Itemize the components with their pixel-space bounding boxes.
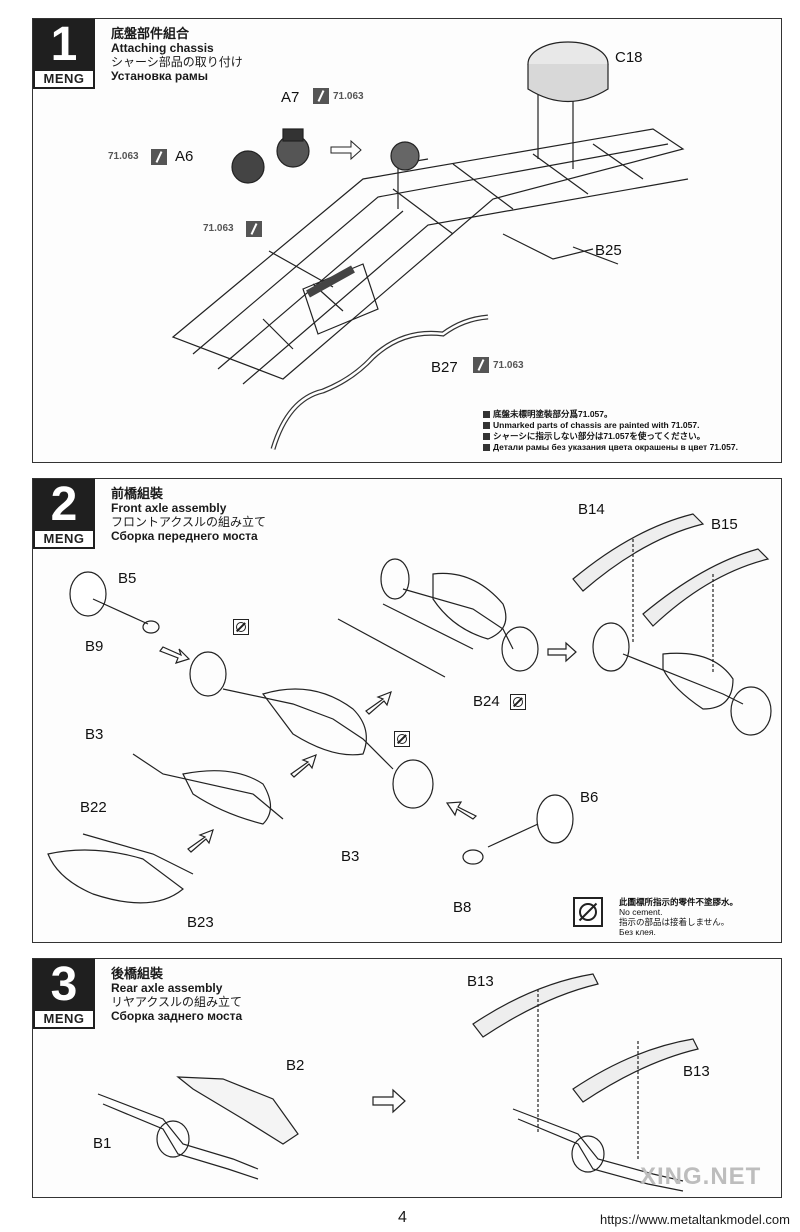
part-label-b13: B13: [683, 1063, 710, 1080]
step-3-badge: 3 MENG: [33, 959, 95, 1029]
step-2-titles: 前橋組裝 Front axle assembly フロントアクスルの組み立て С…: [111, 486, 267, 544]
watermark: XING.NET: [640, 1163, 762, 1190]
step-1-panel: 1 MENG 底盤部件組合 Attaching chassis シャーシ部品の取…: [32, 18, 782, 463]
part-label-b27: B27: [431, 359, 458, 376]
part-label-b22: B22: [80, 799, 107, 816]
brand-logo: MENG: [35, 71, 93, 87]
chassis-drawing: [171, 41, 689, 450]
title-ja: フロントアクスルの組み立て: [111, 515, 267, 529]
step-2-panel: 2 MENG 前橋組裝 Front axle assembly フロントアクスル…: [32, 478, 782, 943]
flag-icon: [483, 422, 490, 429]
note-ja: シャーシに指示しない部分は71.057を使ってください。: [493, 431, 706, 441]
title-en: Front axle assembly: [111, 501, 227, 515]
title-ru: Сборка переднего моста: [111, 529, 258, 543]
title-ru: Установка рамы: [111, 69, 209, 83]
flag-icon: [483, 411, 490, 418]
part-label-b15: B15: [711, 516, 738, 533]
part-label-b25: B25: [595, 242, 622, 259]
title-en: Attaching chassis: [111, 41, 214, 55]
step-number: 1: [50, 18, 78, 71]
step-number: 2: [50, 478, 78, 531]
part-label-b1: B1: [93, 1135, 112, 1152]
paint-code-label: 71.063: [108, 151, 139, 162]
note-en: Unmarked parts of chassis are painted wi…: [493, 420, 700, 430]
title-ja: リヤアクスルの組み立て: [111, 995, 243, 1009]
title-zh: 底盤部件組合: [111, 26, 190, 41]
title-zh: 後橋組裝: [111, 966, 164, 981]
title-ja: シャーシ部品の取り付け: [111, 55, 243, 69]
paint-code-label: 71.063: [333, 91, 364, 102]
part-label-a7: A7: [281, 89, 300, 106]
paint-code-label: 71.063: [203, 223, 234, 234]
no-cement-icon: [394, 731, 410, 747]
paint-icon: [313, 88, 329, 104]
part-label-b2: B2: [286, 1057, 305, 1074]
part-label-b5: B5: [118, 570, 137, 587]
step-number: 3: [50, 958, 78, 1011]
paint-icon: [473, 357, 489, 373]
note-zh: 底盤未標明塗裝部分爲71.057。: [493, 409, 613, 419]
part-label-b14: B14: [578, 501, 605, 518]
brand-logo: MENG: [35, 531, 93, 547]
no-cement-icon: [233, 619, 249, 635]
part-label-b8: B8: [453, 899, 472, 916]
legend-zh: 此圖標所指示的零件不塗膠水。: [619, 897, 739, 907]
part-label-b13: B13: [467, 973, 494, 990]
paint-icon: [151, 149, 167, 165]
part-label-b3: B3: [85, 726, 104, 743]
paint-icon: [246, 221, 262, 237]
part-label-c18: C18: [615, 49, 643, 66]
title-ru: Сборка заднего моста: [111, 1009, 243, 1023]
source-url[interactable]: https://www.metaltankmodel.com: [599, 1212, 790, 1227]
step-1-titles: 底盤部件組合 Attaching chassis シャーシ部品の取り付け Уст…: [111, 26, 243, 84]
chassis-frame-rail: [171, 128, 685, 380]
step-1-badge: 1 MENG: [33, 19, 95, 89]
front-axle-drawing: [47, 513, 772, 904]
no-cement-legend-icon: [573, 897, 603, 927]
rear-axle-drawing: [97, 973, 699, 1192]
flag-icon: [483, 444, 490, 451]
part-label-b9: B9: [85, 638, 104, 655]
legend-en: No cement.: [619, 907, 663, 917]
legend-ru: Без клея.: [619, 927, 656, 937]
paint-code-label: 71.063: [493, 360, 524, 371]
flag-icon: [483, 433, 490, 440]
part-label-b24: B24: [473, 693, 500, 710]
part-label-b3: B3: [341, 848, 360, 865]
part-label-b23: B23: [187, 914, 214, 931]
step-3-panel: 3 MENG 後橋組裝 Rear axle assembly リヤアクスルの組み…: [32, 958, 782, 1198]
no-cement-icon: [510, 694, 526, 710]
legend-ja: 指示の部品は接着しません。: [619, 917, 730, 927]
step-3-titles: 後橋組裝 Rear axle assembly リヤアクスルの組み立て Сбор…: [111, 966, 243, 1024]
title-zh: 前橋組裝: [111, 486, 164, 501]
no-cement-legend: 此圖標所指示的零件不塗膠水。 No cement. 指示の部品は接着しません。 …: [619, 897, 738, 937]
note-ru: Детали рамы без указания цвета окрашены …: [493, 442, 738, 452]
part-label-a6: A6: [175, 148, 194, 165]
title-en: Rear axle assembly: [111, 981, 223, 995]
step-1-paint-notes: 底盤未標明塗裝部分爲71.057。 Unmarked parts of chas…: [483, 409, 738, 453]
part-label-b6: B6: [580, 789, 599, 806]
step-2-badge: 2 MENG: [33, 479, 95, 549]
brand-logo: MENG: [35, 1011, 93, 1027]
page-number: 4: [398, 1209, 407, 1226]
